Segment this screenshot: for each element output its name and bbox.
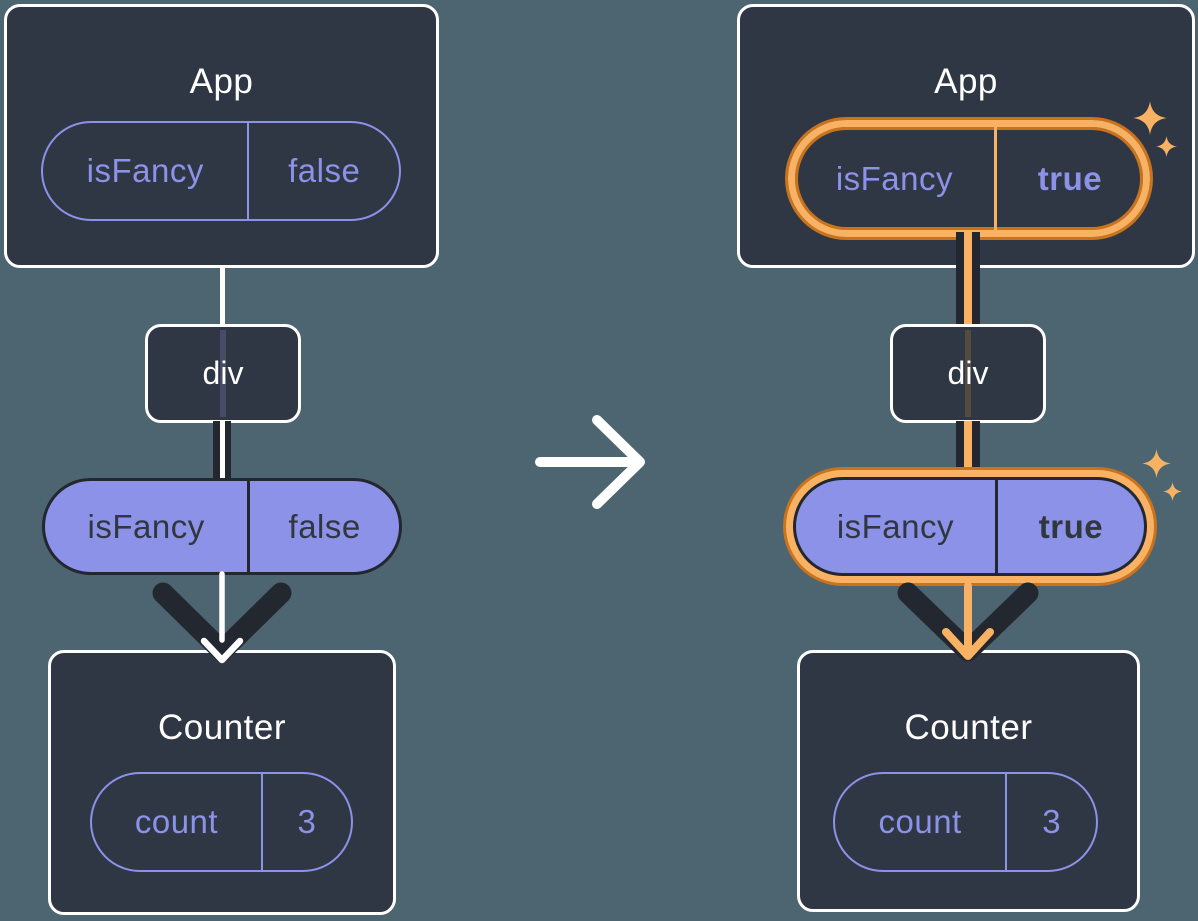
- right-app-title: App: [934, 62, 998, 101]
- state-value: false: [288, 152, 361, 189]
- left-prop-pill: isFancy false: [42, 478, 402, 575]
- prop-value: false: [288, 507, 361, 545]
- prop-name: isFancy: [45, 481, 251, 572]
- state-name: count: [835, 774, 1008, 870]
- right-connector-core: [964, 421, 972, 471]
- right-counter-box: Counter count 3: [797, 650, 1140, 912]
- left-connector-core: [219, 421, 225, 481]
- left-app-state-pill: isFancy false: [41, 121, 401, 221]
- left-counter-title: Counter: [157, 708, 287, 747]
- left-app-box: App isFancy false: [4, 4, 439, 268]
- prop-name: isFancy: [796, 480, 998, 573]
- sparkle-icon: [1156, 136, 1177, 157]
- left-connector-div-pill: [213, 421, 231, 481]
- arrow-right-icon: [535, 415, 645, 509]
- arrow-down-icon: [897, 582, 1039, 662]
- sparkle-icon: [1133, 101, 1167, 135]
- arrow-down-icon: [152, 571, 292, 664]
- right-counter-state-pill: count 3: [833, 772, 1098, 872]
- right-connector-app-div: [956, 232, 980, 327]
- state-name: isFancy: [795, 127, 997, 230]
- sparkle-icon: [1142, 449, 1171, 478]
- prop-value: true: [1038, 507, 1104, 545]
- right-state-thread: [965, 330, 971, 417]
- state-value: 3: [297, 803, 317, 840]
- left-counter-box: Counter count 3: [48, 650, 396, 915]
- left-app-title: App: [189, 62, 254, 101]
- right-counter-title: Counter: [904, 708, 1033, 747]
- right-connector-core: [964, 232, 972, 327]
- sparkle-icon: [1163, 482, 1182, 501]
- left-counter-state-pill: count 3: [90, 772, 353, 872]
- state-name: isFancy: [43, 123, 250, 219]
- right-app-box: App isFancy true: [737, 4, 1195, 268]
- left-connector-app-div: [220, 265, 225, 327]
- state-value: true: [1037, 159, 1103, 197]
- right-prop-pill-highlighted: isFancy true: [793, 477, 1147, 576]
- right-connector-div-pill: [956, 421, 980, 471]
- left-div-node: div: [145, 324, 301, 423]
- left-state-thread: [220, 330, 226, 417]
- right-app-state-pill-highlighted: isFancy true: [788, 120, 1150, 237]
- state-value: 3: [1042, 803, 1062, 840]
- right-div-node: div: [890, 324, 1046, 423]
- left-div-label: div: [202, 355, 244, 391]
- right-div-label: div: [947, 355, 989, 391]
- state-name: count: [92, 774, 263, 870]
